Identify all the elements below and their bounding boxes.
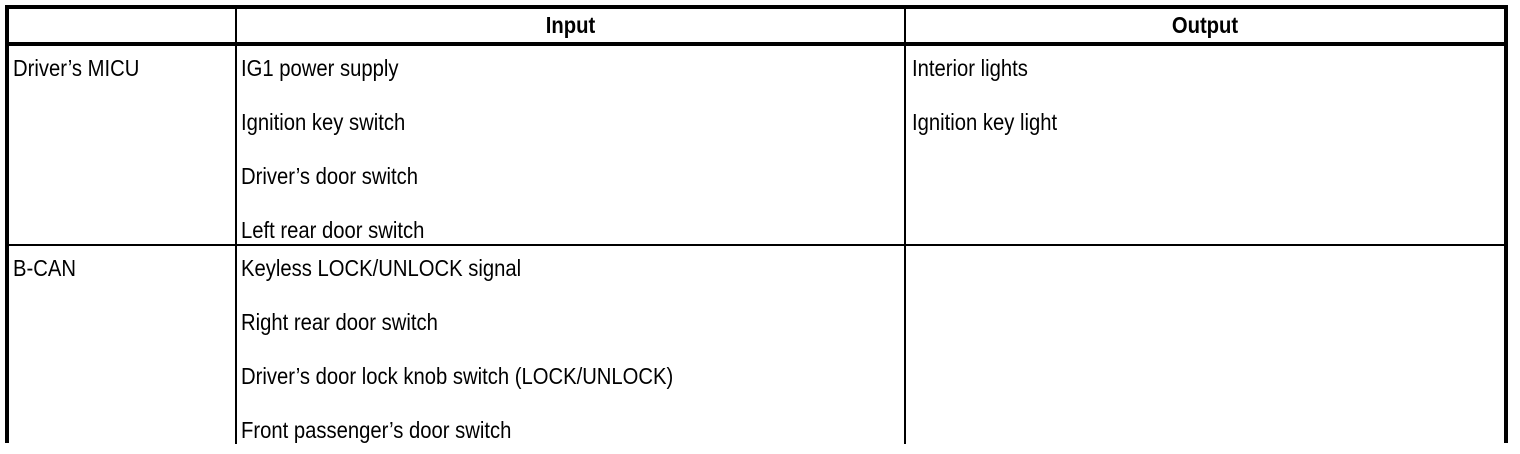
table-row: B-CAN Keyless LOCK/UNLOCK signal Right r… [9,245,1504,444]
column-header-output-label: Output [1171,12,1239,38]
table-grid: Input Output Driver’s MICU [9,9,1504,444]
column-header-input: Input [236,9,906,46]
input-item-list: IG1 power supply Ignition key switch Dri… [241,55,904,244]
list-item: Ignition key switch [241,109,406,135]
row-source-label: Driver’s MICU [13,55,140,81]
row-output-pad: Interior lights Ignition key light [906,46,1504,136]
row-source-cell: B-CAN [9,245,237,444]
column-header-source [9,9,237,46]
list-item: Right rear door switch [241,309,438,335]
column-header-output: Output [905,9,1504,46]
row-source-label: B-CAN [13,255,76,281]
row-output-cell: Interior lights Ignition key light [905,44,1504,246]
row-input-cell: Keyless LOCK/UNLOCK signal Right rear do… [236,245,906,444]
row-output-cell [905,245,1504,444]
table-header-row: Input Output [9,9,1504,46]
row-source-pad: Driver’s MICU [9,46,235,82]
list-item: Interior lights [912,55,1028,81]
row-source-cell: Driver’s MICU [9,44,237,246]
list-item: Driver’s door switch [241,163,418,189]
row-output-pad [906,246,1504,255]
list-item: Driver’s door lock knob switch (LOCK/UNL… [241,363,674,389]
output-item-list: Interior lights Ignition key light [912,55,1504,136]
list-item: Front passenger’s door switch [241,417,512,443]
input-output-table: Input Output Driver’s MICU [5,5,1508,444]
input-item-list: Keyless LOCK/UNLOCK signal Right rear do… [241,255,904,444]
list-item: Ignition key light [912,109,1058,135]
table-body: Driver’s MICU IG1 power supply Ignition … [9,44,1504,444]
table-row: Driver’s MICU IG1 power supply Ignition … [9,44,1504,246]
column-header-input-label: Input [545,12,596,38]
row-input-cell: IG1 power supply Ignition key switch Dri… [236,44,906,246]
list-item: Left rear door switch [241,217,425,243]
table-header: Input Output [9,9,1504,46]
list-item: IG1 power supply [241,55,399,81]
row-input-pad: Keyless LOCK/UNLOCK signal Right rear do… [237,246,904,444]
list-item: Keyless LOCK/UNLOCK signal [241,255,522,281]
row-source-pad: B-CAN [9,246,235,282]
row-input-pad: IG1 power supply Ignition key switch Dri… [237,46,904,244]
